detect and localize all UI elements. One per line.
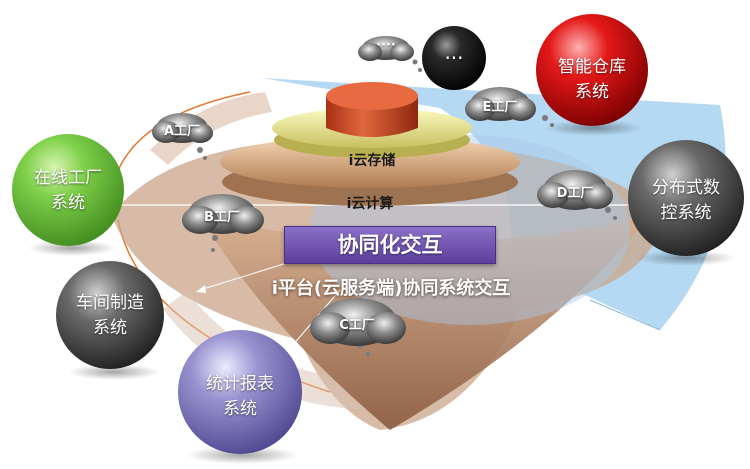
platform-subtitle: i平台(云服务端)协同系统交互 xyxy=(271,278,511,299)
factory-more-label: ···· xyxy=(376,38,396,53)
guide-line-lower xyxy=(279,289,341,361)
guide-arrow xyxy=(199,261,291,291)
cloud-c xyxy=(310,298,406,346)
cone-body xyxy=(200,215,650,430)
statistics-sphere xyxy=(178,330,302,454)
workshop-label: 车间制造 系统 xyxy=(76,293,144,338)
factory-a-label: A工厂 xyxy=(163,124,201,139)
online-factory-label: 在线工厂 系统 xyxy=(34,168,102,213)
online-factory-sphere xyxy=(12,134,124,246)
distributed-sphere xyxy=(628,140,744,256)
warehouse-sphere xyxy=(536,14,648,126)
more-sphere xyxy=(422,26,486,90)
computing-label: i云计算 xyxy=(346,196,394,212)
factory-d-label: D工厂 xyxy=(556,186,594,201)
workshop-sphere xyxy=(56,261,164,369)
banner-text: 协同化交互 xyxy=(337,233,443,257)
storage-label: i云存储 xyxy=(348,153,396,169)
factory-c-label: C工厂 xyxy=(339,318,375,333)
cloud-more xyxy=(358,36,414,61)
more-sphere-label: ··· xyxy=(444,46,464,70)
distributed-label: 分布式数 控系统 xyxy=(652,178,720,223)
cloud-b xyxy=(182,194,264,234)
factory-e-label: E工厂 xyxy=(482,100,518,115)
factory-b-label: B工厂 xyxy=(204,210,240,225)
cloud-d xyxy=(537,170,613,210)
collaboration-banner: 协同化交互 xyxy=(284,226,496,264)
warehouse-label: 智能仓库 系统 xyxy=(558,57,626,102)
cloud-e xyxy=(465,87,536,121)
cloud-a xyxy=(152,113,213,143)
statistics-label: 统计报表 系统 xyxy=(206,374,274,419)
